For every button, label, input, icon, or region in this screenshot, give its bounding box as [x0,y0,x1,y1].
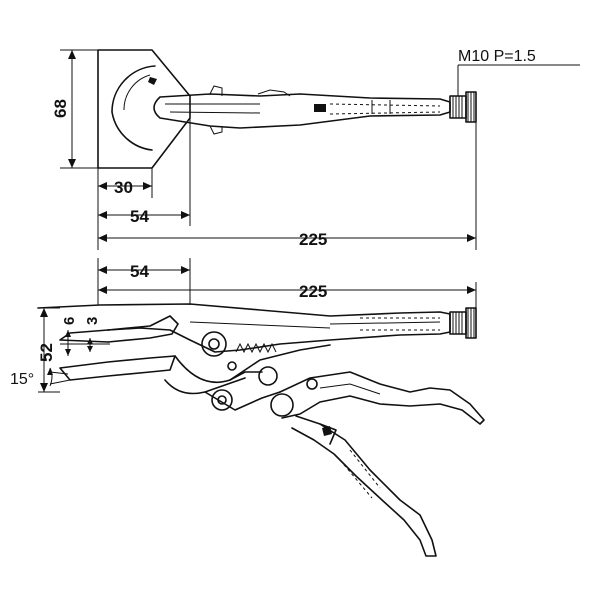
side-lower-jaw [59,355,176,381]
side-adjust-screw [449,311,467,335]
top-handle [153,93,451,129]
lower-pivot [211,389,233,411]
dim-6-label: 6 [61,317,78,325]
release-spring [235,342,277,354]
dim-225-top-label: 225 [299,230,327,249]
side-upper-handle [37,303,451,353]
top-adjust-screw [449,95,467,119]
side-upper-jaw [107,315,179,343]
top-view: 68 30 54 225 M10 P=1.5 [51,48,580,250]
dim-30-label: 30 [114,178,133,197]
side-lower-handle [279,371,485,425]
top-jaw-arc [111,65,156,151]
release-lever [291,415,437,557]
thread-spec-label: M10 P=1.5 [458,48,536,65]
main-pivot [201,331,227,357]
dim-3-label: 3 [84,317,101,325]
dim-54-top-label: 54 [130,207,149,226]
dim-52-label: 52 [37,343,56,362]
dim-225-side-label: 225 [299,282,327,301]
side-view: 54 225 [10,258,485,557]
dim-68-label: 68 [51,99,70,118]
angle-15-label: 15° [10,371,34,388]
dim-54-side-label: 54 [130,262,149,281]
